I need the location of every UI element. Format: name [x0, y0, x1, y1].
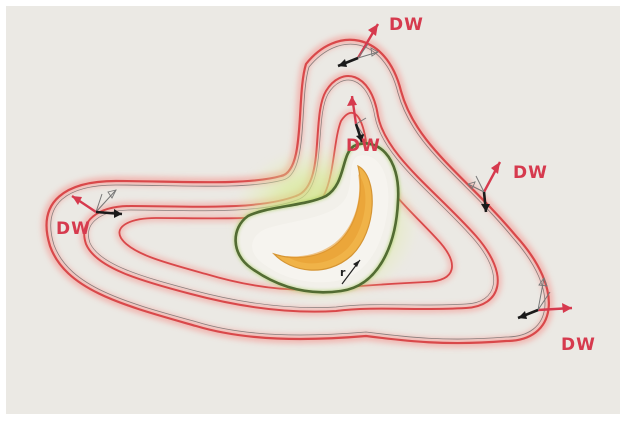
paper-sheet: r DW DW: [6, 6, 620, 414]
dw-label-top: DW: [389, 15, 424, 35]
frame-right: DW: [468, 162, 548, 212]
dw-label-center: DW: [346, 136, 381, 156]
dw-label-right: DW: [513, 163, 548, 183]
dw-label-bottom-right: DW: [561, 335, 596, 355]
contour-diagram: r DW DW: [6, 6, 620, 414]
dw-label-left: DW: [56, 219, 91, 239]
r-label: r: [340, 266, 346, 279]
frame-left: DW: [56, 190, 122, 239]
frame-bottom-right: DW: [518, 278, 596, 355]
